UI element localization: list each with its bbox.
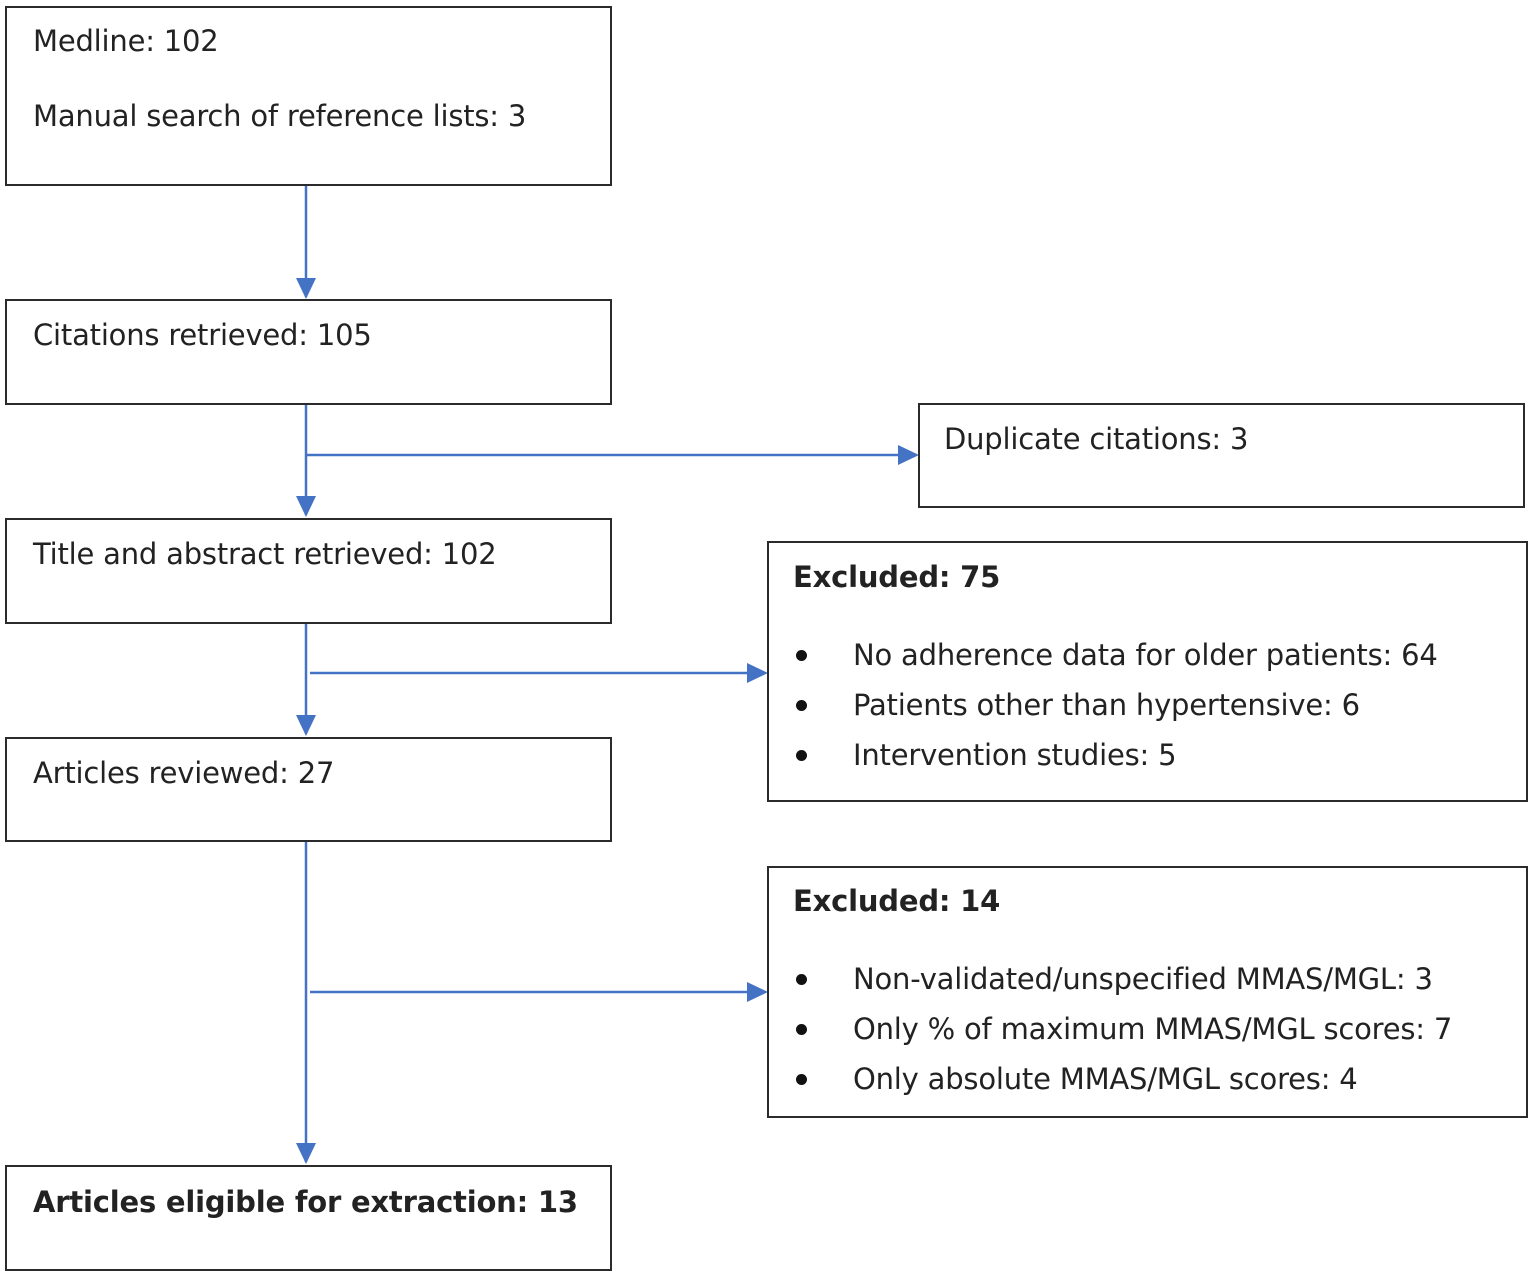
- arrowhead-citations: [296, 278, 316, 299]
- bullet-icon: [796, 1024, 807, 1035]
- duplicates-box: [918, 403, 1525, 508]
- citations-box: [5, 299, 612, 405]
- arrowhead-reviewed: [296, 715, 316, 736]
- excluded-1-item-2: Patients other than hypertensive: 6: [853, 688, 1360, 722]
- citations-label: Citations retrieved: 105: [33, 318, 372, 352]
- sources-manual-search: Manual search of reference lists: 3: [33, 99, 527, 133]
- excluded-2-item-1: Non-validated/unspecified MMAS/MGL: 3: [853, 962, 1433, 996]
- arrowhead-excluded-2: [747, 982, 768, 1002]
- arrowhead-excluded-1: [747, 663, 768, 683]
- arrowhead-title: [296, 496, 316, 517]
- excluded-1-item-1: No adherence data for older patients: 64: [853, 638, 1438, 672]
- title-abstract-label: Title and abstract retrieved: 102: [33, 537, 497, 571]
- excluded-1-title: Excluded: 75: [793, 560, 1001, 594]
- excluded-2-box: [767, 866, 1528, 1118]
- title-abstract-box: [5, 518, 612, 624]
- bullet-icon: [796, 1074, 807, 1085]
- reviewed-label: Articles reviewed: 27: [33, 756, 335, 790]
- eligible-box: [5, 1165, 612, 1271]
- reviewed-box: [5, 737, 612, 842]
- bullet-icon: [796, 700, 807, 711]
- arrowhead-eligible: [296, 1143, 316, 1164]
- sources-medline: Medline: 102: [33, 24, 219, 58]
- bullet-icon: [796, 650, 807, 661]
- duplicates-label: Duplicate citations: 3: [944, 422, 1249, 456]
- sources-box: [5, 6, 612, 186]
- excluded-1-item-3: Intervention studies: 5: [853, 738, 1177, 772]
- excluded-2-item-3: Only absolute MMAS/MGL scores: 4: [853, 1062, 1358, 1096]
- excluded-2-title: Excluded: 14: [793, 884, 1001, 918]
- eligible-label: Articles eligible for extraction: 13: [33, 1185, 578, 1219]
- excluded-1-box: [767, 541, 1528, 802]
- excluded-2-item-2: Only % of maximum MMAS/MGL scores: 7: [853, 1012, 1453, 1046]
- bullet-icon: [796, 750, 807, 761]
- bullet-icon: [796, 974, 807, 985]
- arrowhead-duplicates: [898, 445, 919, 465]
